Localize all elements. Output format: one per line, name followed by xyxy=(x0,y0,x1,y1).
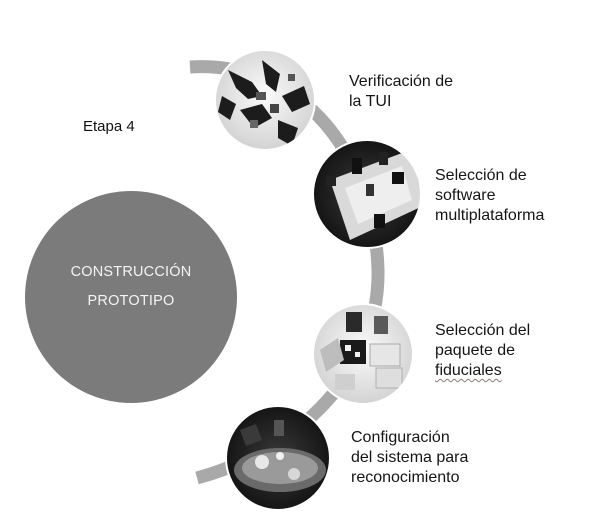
hub-line: PROTOTIPO xyxy=(87,293,175,309)
step-line: Selección del xyxy=(435,322,531,339)
step-4-label: Configuración del sistema para reconocim… xyxy=(351,428,468,488)
hub-line: CONSTRUCCIÓN xyxy=(70,264,192,280)
step-line: Configuración xyxy=(351,429,450,446)
step-3-label: Selección del paquete de fiduciales xyxy=(435,321,530,381)
step-line: multiplataforma xyxy=(435,207,545,224)
step-line: la TUI xyxy=(349,93,392,110)
step-2-label: Selección de software multiplataforma xyxy=(435,166,544,226)
step-line: paquete de xyxy=(435,342,516,359)
hub-circle xyxy=(25,191,237,403)
hub-label: CONSTRUCCIÓN PROTOTIPO xyxy=(36,258,226,316)
step-line: del sistema para xyxy=(351,449,469,466)
step-1-photo xyxy=(215,50,315,150)
step-4-photo xyxy=(226,406,330,510)
step-1-label: Verificación de la TUI xyxy=(349,72,453,112)
step-line: reconocimiento xyxy=(351,469,460,486)
step-line: Selección de xyxy=(435,167,527,184)
step-line: software xyxy=(435,187,496,204)
step-line: fiduciales xyxy=(435,362,502,379)
step-3-photo xyxy=(313,304,413,404)
stage-label: Etapa 4 xyxy=(83,118,135,135)
step-2-photo xyxy=(313,140,421,248)
step-line: Verificación de xyxy=(349,73,454,90)
